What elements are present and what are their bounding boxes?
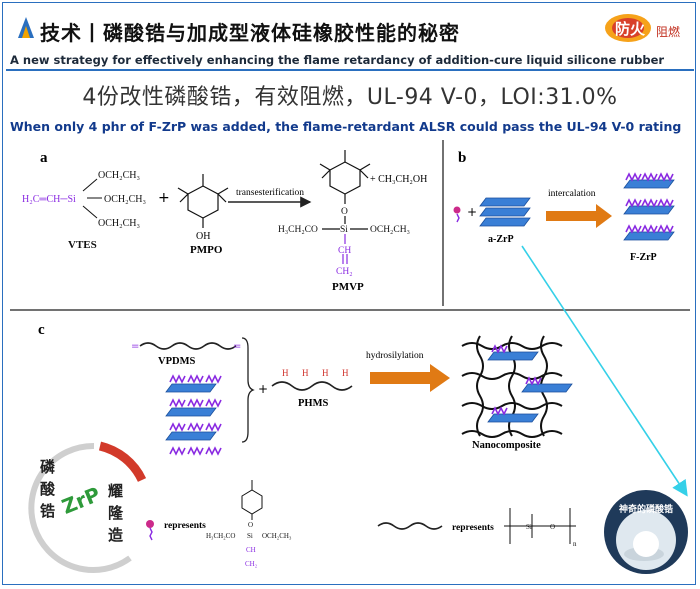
svg-text:OCH₂CH₃: OCH₂CH₃ (104, 194, 146, 205)
zrp-badge: 磷 酸 锆 ZrP 耀 隆 造 (28, 441, 147, 573)
svg-text:OCH₂CH₃: OCH₂CH₃ (370, 225, 410, 235)
svg-text:O: O (341, 207, 348, 217)
transesterification-label: transesterification (236, 187, 304, 198)
svg-text:H: H (282, 368, 289, 378)
fire-logo-icon (18, 17, 34, 38)
svg-text:H₃CH₂CO: H₃CH₂CO (206, 532, 235, 540)
svg-text:+: + (258, 382, 268, 396)
svg-text:锆: 锆 (40, 502, 55, 520)
plus-sign: + (158, 190, 170, 206)
intercalation-arrow (546, 204, 612, 228)
photo-caption: 神奇的磷酸锆 (619, 503, 673, 515)
brand-logo: 防火 阻燃 (605, 14, 680, 42)
svg-text:OH: OH (196, 231, 210, 242)
hydrosilylation-label: hydrosilylation (366, 351, 424, 361)
svg-text:Si: Si (247, 532, 253, 540)
represents-label-2: represents (452, 523, 494, 533)
svg-text:酸: 酸 (40, 480, 56, 498)
svg-text:OCH₂CH₃: OCH₂CH₃ (262, 532, 292, 540)
legend-siloxane-unit (504, 508, 576, 544)
svg-text:隆: 隆 (108, 504, 124, 522)
highlight-en: When only 4 phr of F-ZrP was added, the … (10, 119, 682, 134)
svg-text:OCH₂CH₃: OCH₂CH₃ (98, 218, 140, 229)
svg-text:H: H (302, 368, 309, 378)
svg-text:Si: Si (340, 225, 348, 235)
svg-text:防火: 防火 (615, 20, 646, 38)
brace (241, 337, 255, 443)
vtes-name: VTES (68, 239, 97, 251)
svg-text:CH: CH (246, 546, 256, 554)
vpdms-chain (139, 342, 237, 350)
nanocomposite-name: Nanocomposite (472, 440, 541, 451)
svg-text:造: 造 (108, 526, 123, 544)
f-zrp-stack-c (165, 375, 222, 455)
svg-text:CH₂: CH₂ (245, 560, 258, 568)
page-title: 技术丨磷酸锆与加成型液体硅橡胶性能的秘密 (40, 21, 460, 45)
pmpo-name: PMPO (190, 244, 223, 256)
legend-pmvp-structure (241, 480, 263, 520)
svg-text:CH₂: CH₂ (336, 267, 353, 277)
pmvp-probe-icon (453, 206, 461, 223)
phms-hydrogens: H H H H (282, 368, 349, 378)
callout-line (521, 245, 688, 497)
vpdms-name: VPDMS (158, 356, 195, 367)
phms-name: PHMS (298, 398, 328, 409)
svg-text:n: n (573, 540, 577, 548)
scheme-figure: a H₂C═CH─Si OCH₂CH₃ OCH₂CH₃ OCH₂CH₃ VTES… (10, 140, 690, 574)
pmpo-structure (177, 174, 229, 228)
svg-text:H: H (342, 368, 349, 378)
a-zrp-layers (479, 197, 531, 227)
zrp-powder-photo: 神奇的磷酸锆 (604, 490, 688, 574)
intercalation-label: intercalation (548, 189, 596, 199)
svg-text:=: = (233, 341, 241, 352)
divider (6, 69, 694, 71)
vtes-structure: H₂C═CH─Si OCH₂CH₃ OCH₂CH₃ OCH₂CH₃ VTES (22, 170, 146, 251)
svg-text:阻燃: 阻燃 (656, 24, 680, 39)
svg-text:CH: CH (338, 246, 351, 256)
svg-text:H₃CH₂CO: H₃CH₂CO (278, 225, 318, 235)
svg-text:H₂C═CH─Si: H₂C═CH─Si (22, 194, 76, 205)
header: 技术丨磷酸锆与加成型液体硅橡胶性能的秘密 防火 阻燃 (6, 8, 694, 46)
phms-chain (271, 381, 353, 391)
ethanol-byproduct: + CH₃CH₂OH (370, 174, 427, 185)
subtitle-en: A new strategy for effectively enhancing… (10, 53, 665, 67)
represents-label-1: represents (164, 521, 206, 531)
svg-text:ZrP: ZrP (58, 482, 103, 519)
svg-text:OCH₂CH₃: OCH₂CH₃ (98, 170, 140, 181)
pmvp-name: PMVP (332, 281, 364, 293)
svg-text:=: = (131, 341, 139, 352)
panel-a-label: a (40, 150, 48, 166)
svg-text:O: O (550, 523, 555, 531)
panel-c-label: c (38, 322, 45, 338)
nanocomposite-fillers (487, 345, 573, 423)
svg-text:+: + (467, 205, 477, 219)
svg-text:耀: 耀 (107, 482, 123, 500)
highlight-cn: 4份改性磷酸锆，有效阻燃，UL-94 V-0，LOI:31.0% (82, 85, 618, 110)
a-zrp-name: a-ZrP (488, 234, 514, 245)
panel-b-label: b (458, 150, 466, 166)
svg-text:Si: Si (526, 523, 532, 531)
svg-text:磷: 磷 (40, 458, 56, 476)
svg-text:O: O (248, 521, 253, 529)
legend-chain-icon (377, 522, 443, 530)
legend-probe-icon (146, 520, 154, 541)
f-zrp-name: F-ZrP (630, 252, 657, 263)
hydrosilylation-arrow (370, 364, 450, 392)
pmvp-structure (319, 150, 371, 264)
f-zrp-layers (623, 173, 675, 241)
svg-text:H: H (322, 368, 329, 378)
